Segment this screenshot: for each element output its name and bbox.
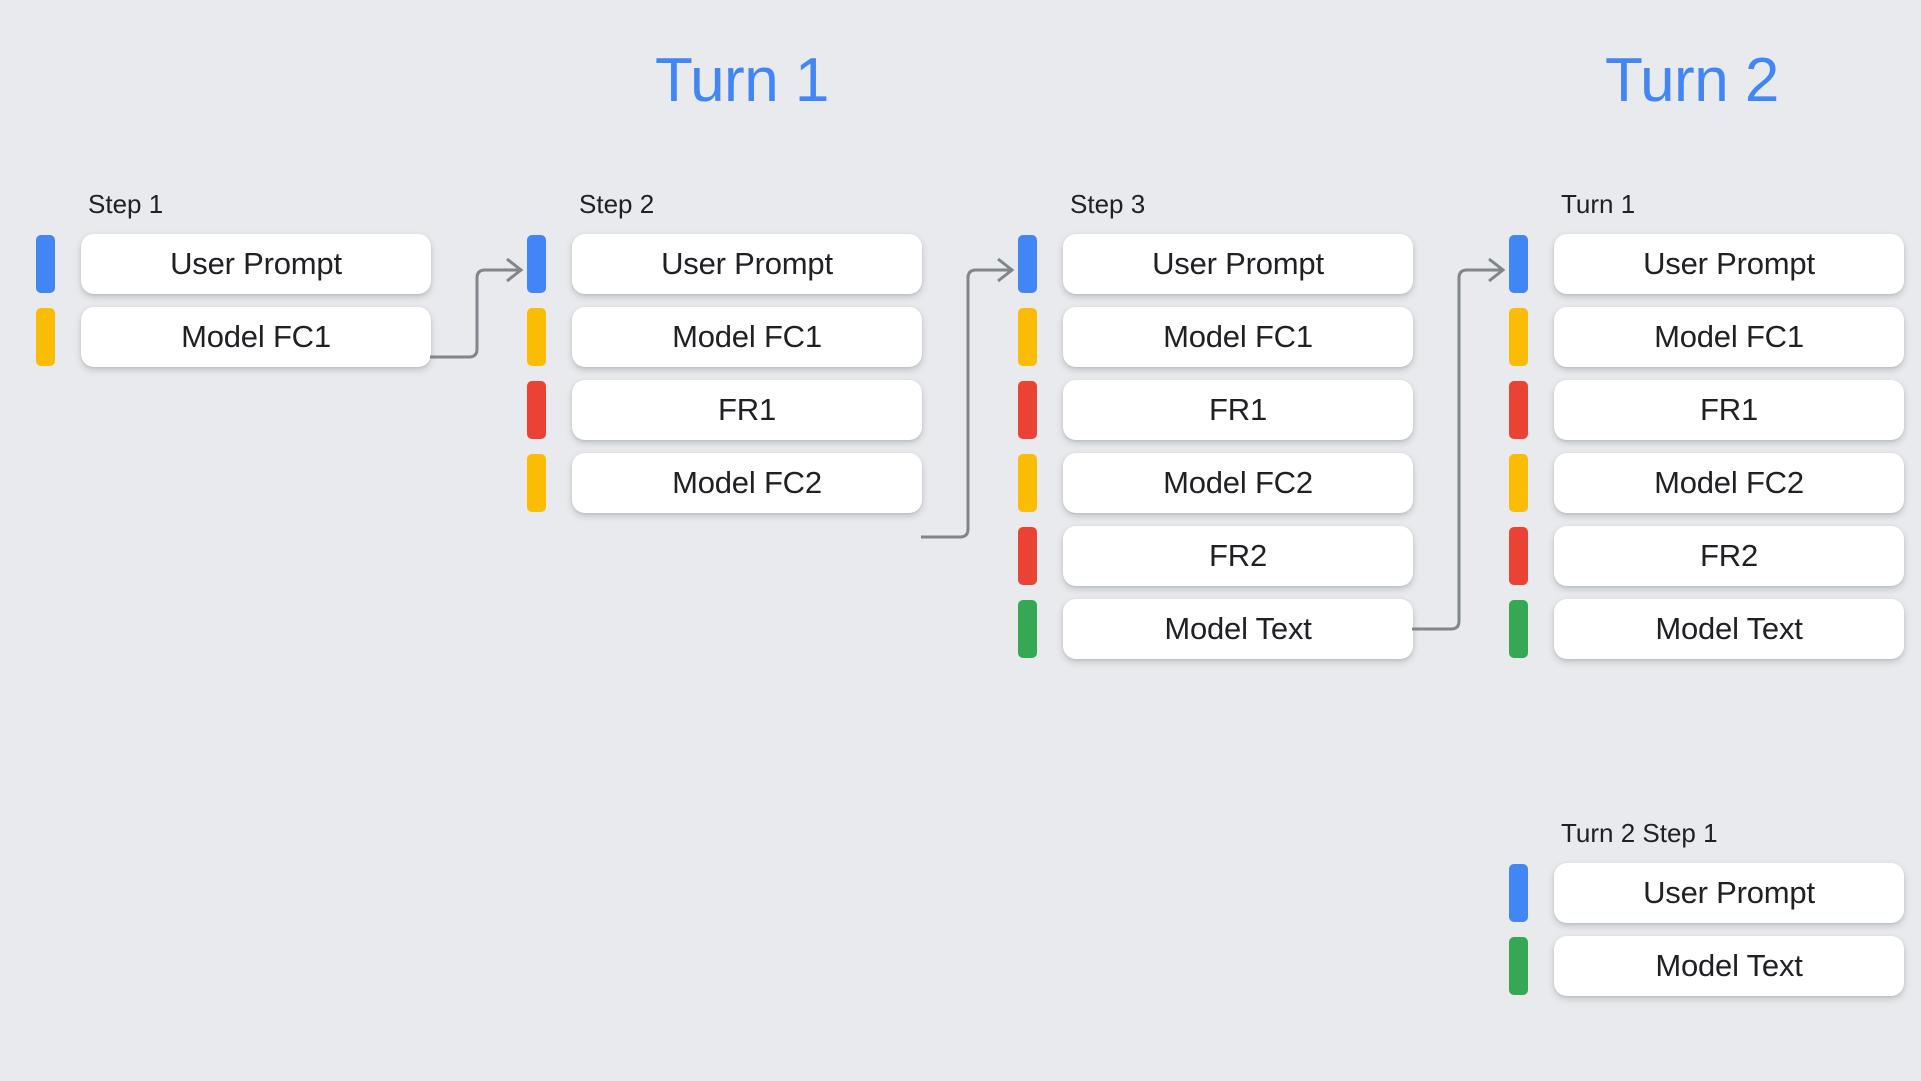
- row-turn-1-summary-3: Model FC2: [1509, 452, 1904, 514]
- row-step-2-2: FR1: [527, 379, 922, 441]
- card-step-2-0[interactable]: User Prompt: [572, 234, 922, 294]
- column-label-turn-2-step-1: Turn 2 Step 1: [1561, 818, 1718, 848]
- color-bar-model-fc: [1509, 308, 1528, 366]
- row-step-1-0: User Prompt: [36, 233, 431, 295]
- color-bar-function-response: [1509, 381, 1528, 439]
- row-turn-2-step-1-1: Model Text: [1509, 935, 1904, 997]
- row-turn-1-summary-1: Model FC1: [1509, 306, 1904, 368]
- color-bar-model-fc: [1018, 454, 1037, 512]
- color-bar-user-prompt: [1018, 235, 1037, 293]
- row-turn-1-summary-2: FR1: [1509, 379, 1904, 441]
- card-step-3-2[interactable]: FR1: [1063, 380, 1413, 440]
- row-turn-1-summary-5: Model Text: [1509, 598, 1904, 660]
- color-bar-user-prompt: [527, 235, 546, 293]
- color-bar-function-response: [1018, 381, 1037, 439]
- column-label-step-3: Step 3: [1070, 189, 1146, 219]
- row-step-3-5: Model Text: [1018, 598, 1413, 660]
- row-step-1-1: Model FC1: [36, 306, 431, 368]
- color-bar-function-response: [1509, 527, 1528, 585]
- card-step-2-3[interactable]: Model FC2: [572, 453, 922, 513]
- color-bar-model-text: [1018, 600, 1037, 658]
- card-step-3-5[interactable]: Model Text: [1063, 599, 1413, 659]
- row-step-3-4: FR2: [1018, 525, 1413, 587]
- turn-header-2: Turn 2: [1605, 46, 1779, 115]
- color-bar-user-prompt: [1509, 235, 1528, 293]
- card-turn-1-summary-0[interactable]: User Prompt: [1554, 234, 1904, 294]
- row-turn-1-summary-4: FR2: [1509, 525, 1904, 587]
- column-label-step-1: Step 1: [88, 189, 164, 219]
- color-bar-model-fc: [1018, 308, 1037, 366]
- color-bar-model-fc: [527, 454, 546, 512]
- column-label-turn-1-summary: Turn 1: [1561, 189, 1636, 219]
- color-bar-user-prompt: [36, 235, 55, 293]
- card-step-3-0[interactable]: User Prompt: [1063, 234, 1413, 294]
- row-step-3-3: Model FC2: [1018, 452, 1413, 514]
- color-bar-model-fc: [1509, 454, 1528, 512]
- card-step-2-1[interactable]: Model FC1: [572, 307, 922, 367]
- card-turn-2-step-1-0[interactable]: User Prompt: [1554, 863, 1904, 923]
- color-bar-function-response: [527, 381, 546, 439]
- row-step-3-1: Model FC1: [1018, 306, 1413, 368]
- color-bar-model-text: [1509, 600, 1528, 658]
- row-step-2-0: User Prompt: [527, 233, 922, 295]
- color-bar-user-prompt: [1509, 864, 1528, 922]
- row-turn-2-step-1-0: User Prompt: [1509, 862, 1904, 924]
- column-label-step-2: Step 2: [579, 189, 655, 219]
- row-step-2-3: Model FC2: [527, 452, 922, 514]
- card-turn-1-summary-2[interactable]: FR1: [1554, 380, 1904, 440]
- color-bar-model-text: [1509, 937, 1528, 995]
- row-turn-1-summary-0: User Prompt: [1509, 233, 1904, 295]
- color-bar-model-fc: [36, 308, 55, 366]
- turn-header-1: Turn 1: [655, 46, 829, 115]
- card-turn-2-step-1-1[interactable]: Model Text: [1554, 936, 1904, 996]
- card-turn-1-summary-4[interactable]: FR2: [1554, 526, 1904, 586]
- card-turn-1-summary-3[interactable]: Model FC2: [1554, 453, 1904, 513]
- card-turn-1-summary-5[interactable]: Model Text: [1554, 599, 1904, 659]
- color-bar-function-response: [1018, 527, 1037, 585]
- card-step-3-1[interactable]: Model FC1: [1063, 307, 1413, 367]
- card-step-3-3[interactable]: Model FC2: [1063, 453, 1413, 513]
- color-bar-model-fc: [527, 308, 546, 366]
- card-turn-1-summary-1[interactable]: Model FC1: [1554, 307, 1904, 367]
- row-step-3-0: User Prompt: [1018, 233, 1413, 295]
- card-step-2-2[interactable]: FR1: [572, 380, 922, 440]
- card-step-1-1[interactable]: Model FC1: [81, 307, 431, 367]
- row-step-2-1: Model FC1: [527, 306, 922, 368]
- card-step-3-4[interactable]: FR2: [1063, 526, 1413, 586]
- row-step-3-2: FR1: [1018, 379, 1413, 441]
- card-step-1-0[interactable]: User Prompt: [81, 234, 431, 294]
